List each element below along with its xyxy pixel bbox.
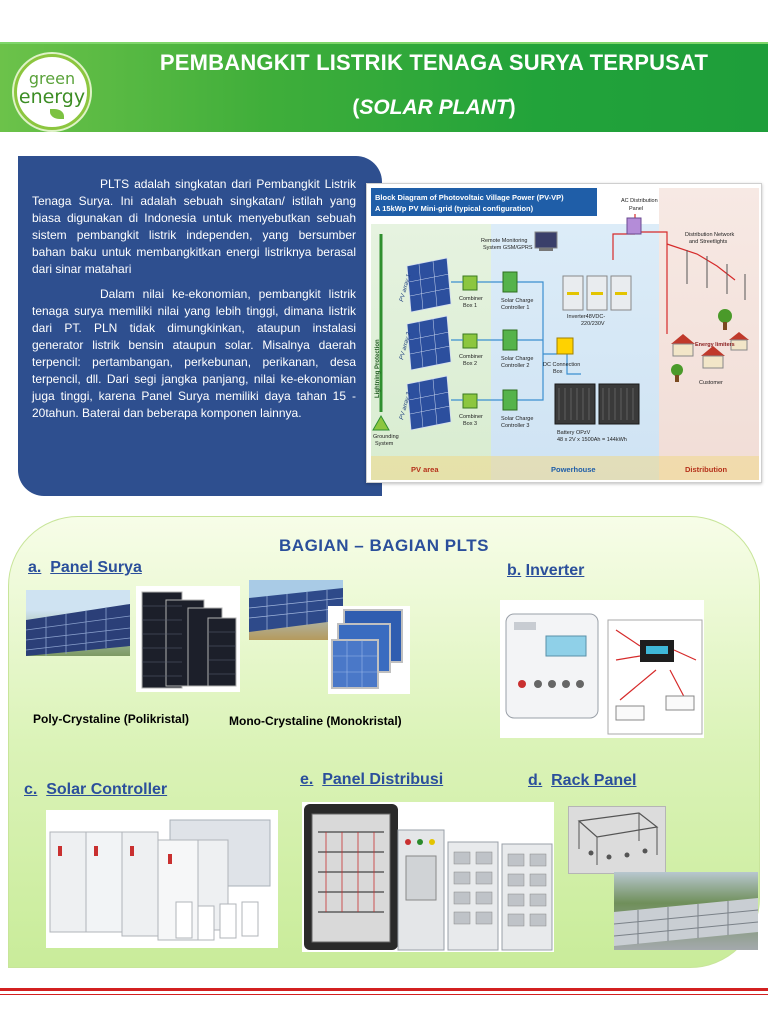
- zone-powerhouse: [491, 224, 659, 480]
- solar-farm-icon: [249, 588, 343, 632]
- grounding-label-1: Grounding: [373, 434, 399, 440]
- pv-array-2: [406, 315, 452, 371]
- page-subtitle: (SOLAR PLANT): [352, 96, 516, 119]
- footer-rule-thin: [0, 994, 768, 995]
- photo-rack-drawing: [568, 806, 666, 874]
- combiner-2-label-1: Combiner: [459, 354, 483, 360]
- label-solar-controller: c. Solar Controller: [24, 781, 168, 798]
- page-title: PEMBANGKIT LISTRIK TENAGA SURYA TERPUSAT: [159, 50, 709, 75]
- combiner-2-label-2: Box 2: [463, 361, 477, 367]
- battery-label-1: Battery OPzV: [557, 430, 591, 436]
- ac-distribution-panel: [626, 217, 642, 235]
- zone-distribution: [659, 188, 759, 480]
- controller-2-label-1: Solar Charge: [501, 356, 533, 362]
- pv-array-1: [406, 257, 452, 313]
- rack-installation-icon: [614, 898, 758, 946]
- label-panel-surya: a. Panel Surya: [28, 559, 142, 576]
- streetlight-poles: [686, 250, 746, 300]
- caption-monocrystalline: Mono-Crystaline (Monokristal): [229, 714, 402, 728]
- logo-text-energy: energy: [18, 86, 86, 108]
- network-label-2: and Streetlights: [689, 239, 727, 245]
- controller-1-label-2: Controller 1: [501, 305, 529, 311]
- dc-connection-box: [556, 337, 574, 355]
- photo-inverter: [500, 600, 704, 738]
- leaf-icon: [50, 109, 64, 119]
- logo-text-green: green: [28, 69, 76, 88]
- photo-monocrystalline-panels: [136, 586, 240, 692]
- inverter-label-2: 220/230V: [581, 321, 605, 327]
- network-label-1: Distribution Network: [685, 232, 734, 238]
- label-panel-distribusi: e. Panel Distribusi: [300, 771, 444, 788]
- grounding-icon: [372, 414, 390, 431]
- combiner-3-label-1: Combiner: [459, 414, 483, 420]
- caption-polycrystalline: Poly-Crystaline (Polikristal): [33, 712, 190, 726]
- dc-box-label-2: Box: [553, 369, 563, 375]
- label-inverter: b. Inverter: [507, 562, 585, 579]
- charge-controller-3: [502, 389, 518, 411]
- zone-label-strip: [371, 456, 759, 480]
- combiner-1-label-2: Box 1: [463, 303, 477, 309]
- photo-solar-controller: [46, 810, 278, 948]
- battery-bank: [554, 383, 640, 425]
- monitoring-label-2: System GSM/GPRS: [483, 245, 533, 251]
- combiner-box-3: [462, 393, 478, 409]
- dc-wiring: [451, 281, 581, 401]
- charge-controller-1: [502, 271, 518, 293]
- intro-text-box: PLTS adalah singkatan dari Pembangkit Li…: [18, 156, 382, 496]
- combiner-box-2: [462, 333, 478, 349]
- zone-label-distribution: Distribution: [685, 465, 727, 474]
- combiner-box-1: [462, 275, 478, 291]
- intro-paragraph-1: PLTS adalah singkatan dari Pembangkit Li…: [32, 177, 356, 276]
- monitoring-computer-icon: [534, 231, 558, 249]
- diagram-title-2: A 15kWp PV Mini-grid (typical configurat…: [375, 204, 534, 213]
- controller-cabinets-icon: [49, 819, 271, 941]
- photo-polycrystalline-panels: [328, 606, 410, 694]
- customer-label: Customer: [699, 380, 723, 386]
- pv-array-3: [406, 375, 452, 431]
- green-energy-logo: green energy: [14, 54, 90, 130]
- photo-solar-farm: [249, 580, 343, 640]
- controller-3-label-2: Controller 3: [501, 423, 529, 429]
- rack-frame-icon: [577, 812, 659, 865]
- diagram-title-bar: [371, 188, 597, 216]
- intro-paragraph-2: Dalam nilai ke-ekonomian, pembangkit lis…: [32, 287, 356, 420]
- inverter-label-1: Inverter48VDC-: [567, 314, 605, 320]
- inverter-device-icon: [505, 613, 703, 735]
- solar-panel-field-icon: [26, 604, 130, 656]
- stacked-panels-icon: [141, 591, 237, 689]
- block-diagram-svg: Block Diagram of Photovoltaic Village Po…: [371, 188, 759, 480]
- distribution-panels-icon: [304, 804, 553, 951]
- blue-panels-icon: [331, 609, 403, 689]
- battery-label-2: 48 x 2V x 1500Ah = 144kWh: [557, 437, 627, 443]
- lightning-label: Lightning Protection: [375, 339, 381, 398]
- footer-rule-thick: [0, 988, 768, 991]
- header-banner: green energy PEMBANGKIT LISTRIK TENAGA S…: [0, 42, 768, 132]
- zone-label-pv: PV area: [411, 465, 439, 474]
- photo-panel-distribusi: [302, 802, 554, 952]
- controller-2-label-2: Controller 2: [501, 363, 529, 369]
- label-rack-panel: d. Rack Panel: [528, 772, 637, 789]
- inverter-units: [562, 275, 632, 311]
- diagram-title-1: Block Diagram of Photovoltaic Village Po…: [375, 193, 564, 202]
- ac-panel-label-1: AC Distribution: [621, 198, 658, 204]
- ac-panel-label-2: Panel: [629, 206, 643, 212]
- controller-3-label-1: Solar Charge: [501, 416, 533, 422]
- parts-section-title: BAGIAN – BAGIAN PLTS: [279, 536, 489, 555]
- charge-controller-2: [502, 329, 518, 351]
- combiner-3-label-2: Box 3: [463, 421, 477, 427]
- customer-houses: [671, 332, 749, 369]
- combiner-1-label-1: Combiner: [459, 296, 483, 302]
- monitoring-label-1: Remote Monitoring: [481, 238, 527, 244]
- controller-1-label-1: Solar Charge: [501, 298, 533, 304]
- tree-icons: [671, 309, 732, 382]
- dc-box-label-1: DC Connection: [543, 362, 580, 368]
- grounding-label-2: System: [375, 441, 394, 447]
- photo-rack-installation: [614, 872, 758, 950]
- photo-polycrystalline-field: [26, 590, 130, 656]
- block-diagram: Block Diagram of Photovoltaic Village Po…: [366, 183, 762, 483]
- energy-limiters-label: Energy limiters: [695, 342, 735, 348]
- zone-label-powerhouse: Powerhouse: [551, 465, 596, 474]
